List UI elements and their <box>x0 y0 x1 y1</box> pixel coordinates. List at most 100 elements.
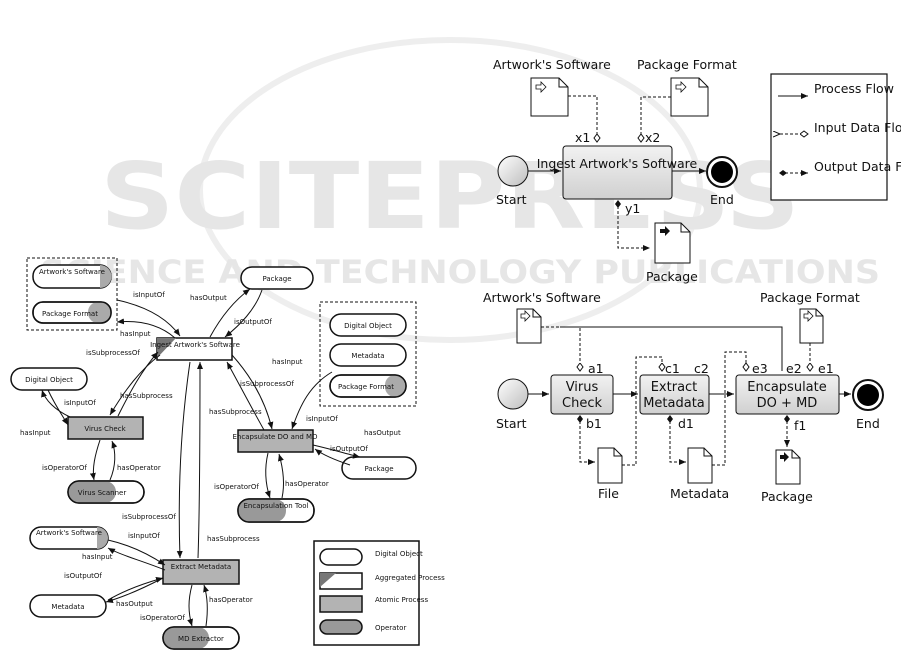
svg-text:Virus Scanner: Virus Scanner <box>78 489 127 497</box>
svg-text:c2: c2 <box>694 361 709 376</box>
svg-text:isSubprocessOf: isSubprocessOf <box>86 349 140 357</box>
svg-text:Artwork's Software: Artwork's Software <box>39 268 105 276</box>
svg-text:hasOperator: hasOperator <box>209 596 253 604</box>
svg-text:hasSubprocess: hasSubprocess <box>207 535 260 543</box>
svg-text:Metadata: Metadata <box>643 396 705 411</box>
ingest-process-box <box>562 145 673 200</box>
svg-text:e3: e3 <box>752 361 768 376</box>
svg-text:Metadata: Metadata <box>670 486 729 501</box>
svg-text:Digital Object: Digital Object <box>25 376 73 384</box>
svg-text:x2: x2 <box>645 130 660 145</box>
svg-text:hasSubprocess: hasSubprocess <box>209 408 262 416</box>
svg-text:isOperatorOf: isOperatorOf <box>140 614 185 622</box>
svg-text:DO + MD: DO + MD <box>757 396 818 411</box>
node-metadata-right: Metadata <box>329 343 407 367</box>
svg-text:Encapsulate: Encapsulate <box>747 380 827 395</box>
svg-text:File: File <box>598 486 619 501</box>
node-digital-object-left: Digital Object <box>10 367 88 391</box>
svg-text:Metadata: Metadata <box>51 603 84 611</box>
ontology-graph: Artwork's Software Package Format Packag… <box>10 257 445 650</box>
svg-text:f1: f1 <box>794 418 806 433</box>
svg-text:c1: c1 <box>665 361 680 376</box>
svg-text:Atomic Process: Atomic Process <box>375 596 428 604</box>
watermark-subtitle: SCIENCE AND TECHNOLOGY PUBLICATIONS <box>40 253 880 291</box>
svg-text:hasOutput: hasOutput <box>116 600 153 608</box>
svg-text:hasOutput: hasOutput <box>364 429 401 437</box>
svg-text:e1: e1 <box>818 361 834 376</box>
svg-text:b1: b1 <box>586 416 602 431</box>
svg-text:isOutputOf: isOutputOf <box>234 318 272 326</box>
edge-labels: isInputOf hasInput hasOutput isOutputOf … <box>20 291 401 622</box>
svg-text:isOperatorOf: isOperatorOf <box>42 464 87 472</box>
svg-text:Encapsulate DO and MD: Encapsulate DO and MD <box>233 433 318 441</box>
graph-edges <box>41 288 361 627</box>
svg-text:Artwork's Software: Artwork's Software <box>36 529 102 537</box>
svg-text:x1: x1 <box>575 130 590 145</box>
svg-text:MD Extractor: MD Extractor <box>178 635 224 643</box>
svg-text:Encapsulation Tool: Encapsulation Tool <box>244 502 309 510</box>
svg-text:Metadata: Metadata <box>351 352 384 360</box>
bpmn-bottom: Artwork's Software Package Format a1 c1 … <box>483 290 884 504</box>
svg-text:hasSubprocess: hasSubprocess <box>120 392 173 400</box>
watermark: SCITEPRESS SCIENCE AND TECHNOLOGY PUBLIC… <box>40 37 880 343</box>
svg-text:isInputOf: isInputOf <box>306 415 338 423</box>
svg-text:Extract Metadata: Extract Metadata <box>171 563 231 571</box>
doc-file <box>597 447 623 484</box>
svg-text:d1: d1 <box>678 416 694 431</box>
svg-text:isOutputOf: isOutputOf <box>64 572 102 580</box>
svg-text:Ingest Artwork's Software: Ingest Artwork's Software <box>537 156 698 171</box>
svg-text:y1: y1 <box>625 201 640 216</box>
svg-text:Package: Package <box>262 275 291 283</box>
bpmn-top: Artwork's Software Package Format x1 x2 … <box>493 57 901 284</box>
svg-text:hasInput: hasInput <box>272 358 303 366</box>
svg-text:e2: e2 <box>786 361 802 376</box>
node-encapsulation-tool: Encapsulation Tool <box>237 498 315 523</box>
svg-text:Digital Object: Digital Object <box>344 322 392 330</box>
svg-text:Start: Start <box>496 416 527 431</box>
svg-text:Package Format: Package Format <box>42 310 98 318</box>
svg-text:Package: Package <box>761 489 813 504</box>
svg-text:Artwork's Software: Artwork's Software <box>483 290 601 305</box>
svg-text:isInputOf: isInputOf <box>64 399 96 407</box>
doc-package-2 <box>775 449 801 485</box>
svg-text:a1: a1 <box>588 361 604 376</box>
start-event <box>497 155 529 187</box>
svg-text:End: End <box>856 416 880 431</box>
svg-text:hasOutput: hasOutput <box>190 294 227 302</box>
node-package-format-right: Package Format <box>329 374 407 398</box>
svg-text:Package: Package <box>646 269 698 284</box>
svg-text:End: End <box>710 192 734 207</box>
end-event <box>706 156 738 188</box>
svg-text:Extract: Extract <box>651 380 698 395</box>
node-virus-scanner: Virus Scanner <box>67 480 145 504</box>
node-package-top: Package <box>240 266 314 290</box>
svg-text:isInputOf: isInputOf <box>133 291 165 299</box>
svg-text:Package: Package <box>364 465 393 473</box>
svg-text:Virus Check: Virus Check <box>84 425 126 433</box>
doc-artworks-software <box>530 77 569 117</box>
svg-text:Digital Object: Digital Object <box>375 550 423 558</box>
svg-text:hasInput: hasInput <box>120 330 151 338</box>
svg-text:Operator: Operator <box>375 624 406 632</box>
svg-text:Aggregated Process: Aggregated Process <box>375 574 445 582</box>
svg-text:hasInput: hasInput <box>82 553 113 561</box>
node-md-extractor: MD Extractor <box>162 626 240 650</box>
svg-text:isSubprocessOf: isSubprocessOf <box>240 380 294 388</box>
doc-package-format <box>670 77 709 117</box>
svg-text:Package Format: Package Format <box>760 290 860 305</box>
label-artworks-software: Artwork's Software <box>493 57 611 72</box>
svg-text:Package Format: Package Format <box>338 383 394 391</box>
svg-text:hasOperator: hasOperator <box>285 480 329 488</box>
svg-text:isOperatorOf: isOperatorOf <box>214 483 259 491</box>
node-metadata-bottom: Metadata <box>29 594 107 618</box>
node-encapsulate: Encapsulate DO and MD <box>233 429 318 453</box>
svg-text:Check: Check <box>562 396 602 411</box>
svg-text:Ingest Artwork's Software: Ingest Artwork's Software <box>150 341 240 349</box>
doc-package <box>654 222 691 264</box>
svg-text:Start: Start <box>496 192 527 207</box>
svg-text:isInputOf: isInputOf <box>128 532 160 540</box>
svg-text:isOutputOf: isOutputOf <box>330 445 368 453</box>
node-digital-object-right: Digital Object <box>329 313 407 337</box>
encapsulate-input-group <box>319 301 417 407</box>
